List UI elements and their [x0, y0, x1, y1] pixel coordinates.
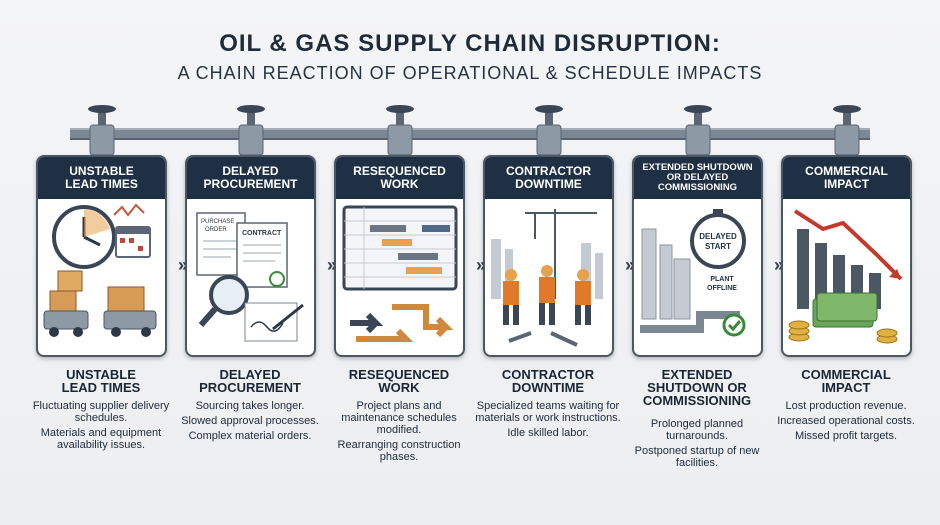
stage-label: RESEQUENCED WORK: [348, 367, 450, 395]
stage-label: UNSTABLE LEAD TIMES: [61, 367, 141, 395]
stage-illustration: [38, 199, 165, 355]
stage-card-2: DELAYED PROCUREMENT PURCHASE ORDER CONTR…: [185, 155, 316, 357]
valve-icon: [831, 103, 863, 160]
stage-description-line: Project plans and maintenance schedules …: [341, 400, 457, 436]
pipeline: [70, 128, 870, 140]
stage-illustration: [485, 199, 612, 355]
plant-line1: PLANT: [710, 276, 734, 283]
badge-line2: START: [705, 242, 731, 251]
stage-card-6: COMMERCIAL IMPACT: [781, 155, 912, 357]
stopwatch-icon: [690, 213, 746, 269]
stage-description-line: Complex material orders.: [188, 430, 312, 442]
stage-description-line: Fluctuating supplier delivery schedules.: [32, 400, 170, 424]
chevron-right-icon: »: [177, 254, 188, 275]
stage-description: Sourcing takes longer. Slowed approval pr…: [175, 400, 325, 445]
stage-card-3: RESEQUENCED WORK: [334, 155, 465, 357]
stage-description: Prolonged planned turnarounds. Postponed …: [622, 418, 772, 472]
stage-description: Fluctuating supplier delivery schedules.…: [26, 400, 176, 454]
page-subtitle: A CHAIN REACTION OF OPERATIONAL & SCHEDU…: [177, 63, 763, 83]
valve-icon: [682, 103, 714, 160]
stage-illustration: PURCHASE ORDER CONTRACT: [187, 199, 314, 355]
plant-line2: OFFLINE: [707, 285, 737, 292]
stage-description-line: Sourcing takes longer.: [195, 400, 305, 412]
worker-icon: [503, 265, 591, 325]
doc1-text: PURCHASE: [201, 219, 234, 225]
wrench-icon: [508, 331, 578, 347]
stage-description-line: Slowed approval processes.: [181, 415, 319, 427]
stage-card-header: COMMERCIAL IMPACT: [783, 157, 910, 199]
badge-line1: DELAYED: [699, 232, 737, 241]
stage-card-header: CONTRACTOR DOWNTIME: [485, 157, 612, 199]
stage-description-line: Prolonged planned turnarounds.: [650, 418, 744, 442]
stage-description-line: Postponed startup of new facilities.: [634, 445, 760, 469]
arrows-icon: [350, 304, 454, 342]
stage-description-line: Materials and equipment availability iss…: [40, 427, 162, 451]
svg-text:ORDER: ORDER: [205, 227, 227, 233]
stage-description: Project plans and maintenance schedules …: [324, 400, 474, 466]
truck-icon: [43, 310, 89, 330]
check-icon: [722, 313, 746, 337]
stage-description-line: Increased operational costs.: [777, 415, 915, 427]
svg-text:CONTRACT: CONTRACT: [242, 230, 282, 237]
chevron-right-icon: »: [773, 254, 784, 275]
stage-label: EXTENDED SHUTDOWN OR COMMISSIONING: [642, 367, 752, 408]
stage-card-1: UNSTABLE LEAD TIMES: [36, 155, 167, 357]
stage-illustration: [336, 199, 463, 355]
coins-icon: [788, 320, 898, 344]
stage-card-header: DELAYED PROCUREMENT: [187, 157, 314, 199]
valve-icon: [235, 103, 267, 160]
stage-card-header: RESEQUENCED WORK: [336, 157, 463, 199]
chevron-right-icon: »: [326, 254, 337, 275]
stage-description-line: Idle skilled labor.: [507, 427, 589, 439]
valve-icon: [533, 103, 565, 160]
stage-label: DELAYED PROCUREMENT: [199, 367, 301, 395]
magnifier-icon: [209, 275, 249, 315]
stage-label: COMMERCIAL IMPACT: [801, 367, 891, 395]
pen-icon: [272, 303, 304, 331]
refinery-icon: [641, 228, 691, 320]
stage-card-header: EXTENDED SHUTDOWN OR DELAYED COMMISSIONI…: [634, 157, 761, 199]
stage-illustration: [783, 199, 910, 355]
stage-description: Specialized teams waiting for materials …: [473, 400, 623, 442]
valve-icon: [86, 103, 118, 160]
stage-illustration: DELAYED START PLANT OFFLINE: [634, 199, 761, 355]
stage-card-4: CONTRACTOR DOWNTIME: [483, 155, 614, 357]
stage-card-5: EXTENDED SHUTDOWN OR DELAYED COMMISSIONI…: [632, 155, 763, 357]
stage-description-line: Specialized teams waiting for materials …: [475, 400, 621, 424]
stage-label: CONTRACTOR DOWNTIME: [501, 367, 595, 395]
stage-card-header: UNSTABLE LEAD TIMES: [38, 157, 165, 199]
stage-description-line: Lost production revenue.: [785, 400, 907, 412]
chevron-right-icon: »: [475, 254, 486, 275]
page-title: OIL & GAS SUPPLY CHAIN DISRUPTION:: [219, 30, 721, 57]
stage-description-line: Rearranging construction phases.: [337, 439, 461, 463]
stage-description-line: Missed profit targets.: [794, 430, 898, 442]
money-icon: [812, 292, 878, 328]
stage-description: Lost production revenue. Increased operat…: [771, 400, 921, 445]
valve-icon: [384, 103, 416, 160]
boxes-icon: [49, 290, 77, 314]
chevron-right-icon: »: [624, 254, 635, 275]
